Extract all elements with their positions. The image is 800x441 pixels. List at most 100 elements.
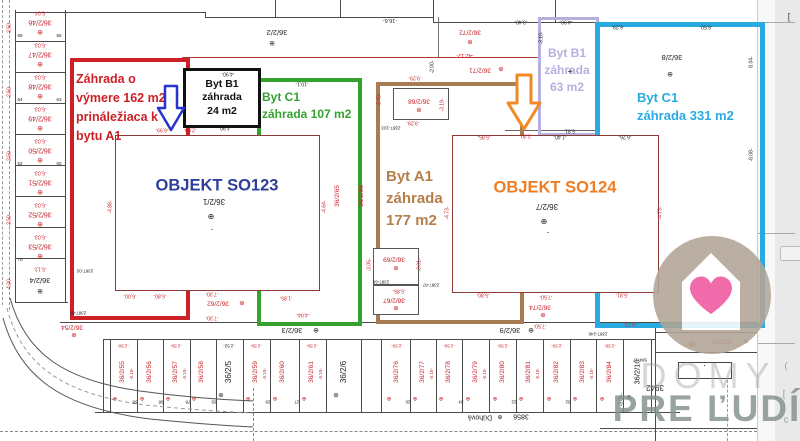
- map-label: 8.04-: [748, 56, 755, 68]
- map-label: -4.73-: [657, 206, 664, 220]
- map-label: ⊕: [540, 311, 546, 319]
- map-label: -42.12-: [456, 51, 474, 58]
- map-label: -5.77-: [623, 320, 637, 327]
- map-label: c: [783, 414, 789, 425]
- map-label: -5.10-: [428, 368, 434, 380]
- boundary-line: [340, 0, 341, 17]
- map-label: -5.10-: [534, 368, 540, 380]
- map-label: -7.00-: [174, 89, 181, 103]
- map-label: ·: [546, 227, 550, 238]
- map-label: 64: [17, 96, 23, 102]
- map-label: ⊕: [333, 391, 339, 399]
- map-label: ⊕: [37, 221, 43, 229]
- map-label: 36/2/9: [499, 325, 521, 335]
- map-label: -5.10-: [588, 368, 594, 380]
- boundary-line: [623, 339, 624, 412]
- map-label: 36/2/57: [171, 361, 179, 383]
- map-label: ⊕: [465, 396, 471, 403]
- map-label: 62: [17, 160, 23, 166]
- map-label: ⊕: [37, 253, 43, 261]
- boundary-line: [253, 388, 254, 441]
- boundary-line: [299, 339, 300, 412]
- boundary-line: [757, 343, 795, 344]
- map-label: -2.50-: [6, 21, 13, 35]
- boundary-line: [600, 428, 757, 429]
- map-label: -5.85-: [477, 133, 491, 140]
- map-label: (: [784, 360, 788, 371]
- map-label: 22: [511, 399, 517, 405]
- map-label: -1.40-: [553, 133, 567, 140]
- map-label: -9.29-: [408, 74, 422, 81]
- boundary-line: [2, 0, 3, 305]
- map-label: -5.10-: [317, 368, 323, 380]
- map-label: -5.81-: [615, 291, 629, 298]
- map-label: 36/2/5: [224, 360, 233, 384]
- map-label: 36/2/46: [28, 18, 52, 26]
- boundary-line: [15, 165, 65, 166]
- map-label: -5.12-: [33, 265, 47, 272]
- map-label: -5.85-: [392, 287, 406, 294]
- map-label: +: [567, 66, 573, 77]
- boundary-line: [361, 339, 362, 412]
- map-label: ⊕: [313, 327, 319, 335]
- map-label: ⊕: [492, 396, 498, 403]
- boundary-line: [596, 339, 597, 412]
- map-label: -4.04-: [296, 311, 310, 318]
- map-label: 27: [294, 399, 300, 405]
- map-label: -5.03-: [33, 41, 47, 48]
- map-label: 78: [185, 399, 191, 405]
- map-label: ⊕: [37, 189, 43, 197]
- parcel-box-36-2-67: [373, 285, 419, 315]
- boundary-line: [15, 196, 65, 197]
- map-label: 36/2/84: [605, 361, 613, 383]
- map-label: 2387-246: [588, 331, 608, 337]
- map-label: -5.03-: [33, 105, 47, 112]
- map-label: ⊕: [498, 65, 504, 73]
- map-label: [: [782, 388, 786, 399]
- boundary-line: [505, 130, 595, 131]
- map-label: -6.29-: [611, 23, 625, 30]
- boundary-line: [103, 339, 655, 340]
- map-label: -2.50-: [497, 343, 509, 349]
- map-label: 36/2/79: [471, 361, 479, 383]
- map-label: ⊕: [528, 327, 534, 335]
- map-label: -6.26-: [618, 133, 632, 140]
- map-label: 68: [158, 399, 164, 405]
- logo-text-pre-ludi: PRE ĽUDÍ: [612, 388, 800, 429]
- boundary-line: [275, 0, 276, 17]
- map-label: Dúhová: [467, 413, 493, 421]
- map-label: ⊕: [37, 288, 43, 296]
- map-label: 36/2/72: [459, 28, 481, 36]
- map-label: -2.50-: [306, 343, 318, 349]
- map-label: ⊕: [438, 396, 444, 403]
- map-label: 36/2/52: [28, 210, 52, 218]
- map-label: -5.80-: [476, 291, 490, 298]
- boundary-line: [15, 227, 65, 228]
- map-label: -5.81-: [563, 127, 577, 134]
- map-label: -2.50-: [551, 343, 563, 349]
- boundary-line: [270, 339, 271, 412]
- map-label: -7.30-: [205, 314, 219, 321]
- right-gray-strip: [775, 0, 800, 441]
- map-label: -5.03-: [33, 137, 47, 144]
- scrollbar-thumb[interactable]: [780, 246, 800, 261]
- map-label: -10.1-: [295, 80, 309, 87]
- map-label: ⊕: [386, 396, 392, 403]
- map-label: -2.50-: [6, 213, 13, 227]
- map-label: 2387-03: [69, 310, 87, 316]
- map-label: ⊕: [37, 61, 43, 69]
- map-label: ⊕: [71, 331, 77, 339]
- house-heart-icon: [682, 253, 740, 330]
- map-label: 36/2/83: [578, 361, 586, 383]
- boundary-line: [15, 10, 16, 302]
- map-label: 36/2/67: [383, 296, 405, 304]
- map-label: ⊕: [546, 396, 552, 403]
- boundary-line: [110, 339, 111, 412]
- boundary-line: [205, 12, 206, 18]
- building-so123-label: OBJEKT SO123: [155, 176, 279, 195]
- map-label: 36/2/74: [529, 303, 551, 311]
- map-label: ⊕: [497, 415, 503, 421]
- map-label: 36/2/47: [28, 50, 52, 58]
- map-label: 36/2/78: [444, 361, 452, 383]
- map-label: ⊕: [412, 396, 418, 403]
